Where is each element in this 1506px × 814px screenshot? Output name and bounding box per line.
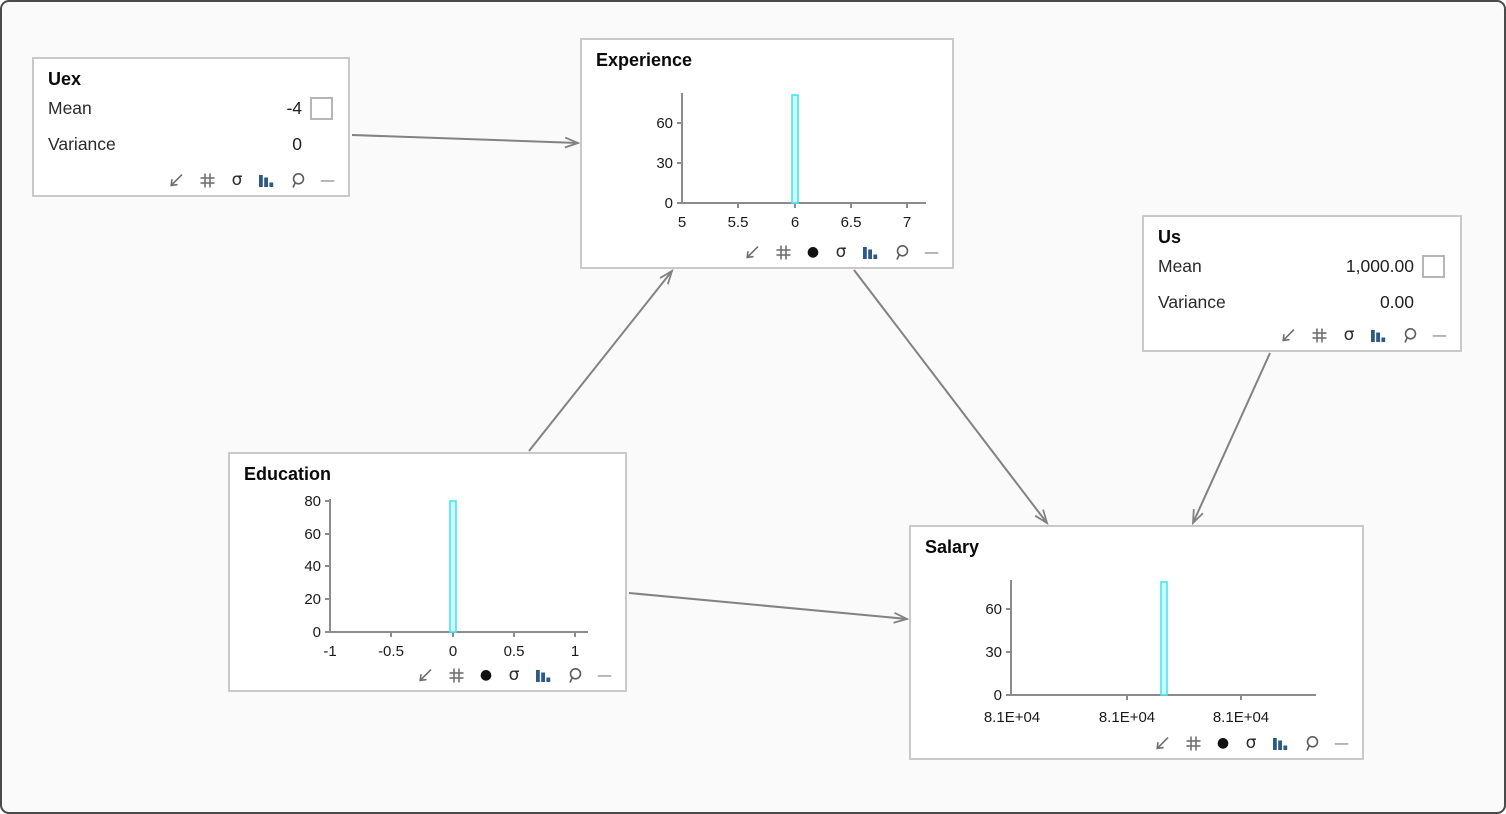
node-us[interactable]: Us Mean 1,000.00 Variance 0.00 σ—	[1142, 215, 1462, 352]
svg-text:8.1E+04: 8.1E+04	[1213, 709, 1269, 726]
svg-text:-0.5: -0.5	[378, 643, 404, 660]
sigma-icon[interactable]: σ	[1245, 733, 1257, 753]
mean-label: Mean	[48, 97, 92, 118]
zoom-icon[interactable]	[289, 171, 306, 189]
sigma-icon[interactable]: σ	[231, 170, 243, 190]
variance-row: Variance 0.00	[1144, 284, 1460, 320]
svg-text:20: 20	[304, 591, 321, 608]
bar-chart-icon[interactable]	[258, 171, 275, 189]
svg-text:0: 0	[313, 624, 321, 641]
svg-text:6: 6	[791, 214, 799, 231]
svg-text:1: 1	[571, 643, 579, 660]
node-toolbar: ● σ —	[417, 666, 612, 684]
node-toolbar: ● σ —	[1154, 734, 1349, 752]
collapse-icon[interactable]	[168, 171, 185, 189]
bar-chart-icon[interactable]	[1370, 326, 1387, 344]
mean-checkbox[interactable]	[1422, 254, 1445, 278]
grid-icon[interactable]	[775, 243, 792, 261]
variance-value: 0.00	[1379, 291, 1414, 312]
bar-chart-icon[interactable]	[535, 666, 552, 684]
edge-education-to-salary	[628, 592, 910, 624]
node-title: Salary	[925, 537, 980, 557]
svg-text:80: 80	[304, 493, 321, 510]
mean-value: 1,000.00	[1345, 255, 1414, 276]
node-toolbar: σ—	[168, 171, 335, 189]
mean-label: Mean	[1158, 255, 1202, 276]
mean-checkbox[interactable]	[310, 96, 333, 120]
zoom-icon[interactable]	[893, 243, 910, 261]
edge-experience-to-salary	[853, 269, 1049, 525]
minimize-icon[interactable]: —	[1432, 326, 1447, 344]
zoom-icon[interactable]	[1401, 326, 1418, 344]
variance-label: Variance	[1158, 291, 1226, 312]
svg-text:8.1E+04: 8.1E+04	[1099, 709, 1155, 726]
svg-text:0.5: 0.5	[504, 643, 525, 660]
node-experience[interactable]: Experience 0 30 60 5 5.5 6 6.5 7 ● σ —	[580, 38, 954, 269]
svg-text:6.5: 6.5	[841, 214, 862, 231]
variance-label: Variance	[48, 133, 116, 154]
node-title: Uex	[48, 69, 82, 89]
experience-histogram: 0 30 60 5 5.5 6 6.5 7	[656, 93, 926, 231]
svg-text:60: 60	[304, 526, 321, 543]
collapse-icon[interactable]	[417, 666, 434, 684]
mean-value: -4	[286, 97, 302, 118]
node-title: Us	[1158, 227, 1182, 247]
dot-icon[interactable]: ●	[806, 244, 820, 260]
grid-icon[interactable]	[448, 666, 465, 684]
dot-icon[interactable]: ●	[1216, 735, 1230, 751]
node-uex[interactable]: Uex Mean -4 Variance 0 σ—	[32, 57, 350, 197]
svg-text:0: 0	[665, 195, 673, 212]
svg-text:5.5: 5.5	[728, 214, 749, 231]
svg-text:30: 30	[985, 644, 1002, 661]
variance-value: 0	[292, 133, 302, 154]
grid-icon[interactable]	[1185, 734, 1202, 752]
bar-chart-icon[interactable]	[1272, 734, 1289, 752]
svg-text:5: 5	[678, 214, 686, 231]
svg-text:40: 40	[304, 558, 321, 575]
edge-education-to-experience	[528, 269, 674, 452]
education-histogram: 0 20 40 60 80 -1 -0.5 0 0.5 1	[304, 493, 588, 660]
node-title: Education	[244, 464, 332, 484]
svg-text:-1: -1	[323, 643, 336, 660]
mean-row: Mean 1,000.00	[1144, 248, 1460, 284]
node-toolbar: ● σ —	[744, 243, 939, 261]
zoom-icon[interactable]	[566, 666, 583, 684]
svg-text:8.1E+04: 8.1E+04	[984, 709, 1040, 726]
grid-icon[interactable]	[1311, 326, 1328, 344]
zoom-icon[interactable]	[1303, 734, 1320, 752]
variance-row: Variance 0	[34, 126, 348, 162]
svg-text:60: 60	[656, 115, 673, 132]
collapse-icon[interactable]	[1154, 734, 1171, 752]
dot-icon[interactable]: ●	[479, 667, 493, 683]
minimize-icon[interactable]: —	[320, 171, 335, 189]
collapse-icon[interactable]	[744, 243, 761, 261]
svg-text:60: 60	[985, 601, 1002, 618]
edge-uex-to-experience	[351, 134, 581, 149]
sigma-icon[interactable]: σ	[508, 665, 520, 685]
salary-histogram: 0 30 60 8.1E+04 8.1E+04 8.1E+04	[984, 580, 1316, 726]
sigma-icon[interactable]: σ	[1343, 325, 1355, 345]
minimize-icon[interactable]: —	[597, 666, 612, 684]
grid-icon[interactable]	[199, 171, 216, 189]
svg-text:7: 7	[903, 214, 911, 231]
minimize-icon[interactable]: —	[1334, 734, 1349, 752]
bar-chart-icon[interactable]	[862, 243, 879, 261]
node-toolbar: σ—	[1280, 326, 1447, 344]
edge-us-to-salary	[1191, 352, 1271, 526]
svg-text:0: 0	[449, 643, 457, 660]
sigma-icon[interactable]: σ	[835, 242, 847, 262]
svg-text:0: 0	[994, 687, 1002, 704]
mean-row: Mean -4	[34, 90, 348, 126]
node-education[interactable]: Education 0 20 40 60 80 -1 -0.5 0 0.5 1 ● σ —	[228, 452, 627, 692]
svg-text:30: 30	[656, 155, 673, 172]
node-salary[interactable]: Salary 0 30 60 8.1E+04 8.1E+04 8.1E+04 ● σ —	[909, 525, 1364, 760]
collapse-icon[interactable]	[1280, 326, 1297, 344]
node-title: Experience	[596, 50, 693, 70]
minimize-icon[interactable]: —	[924, 243, 939, 261]
